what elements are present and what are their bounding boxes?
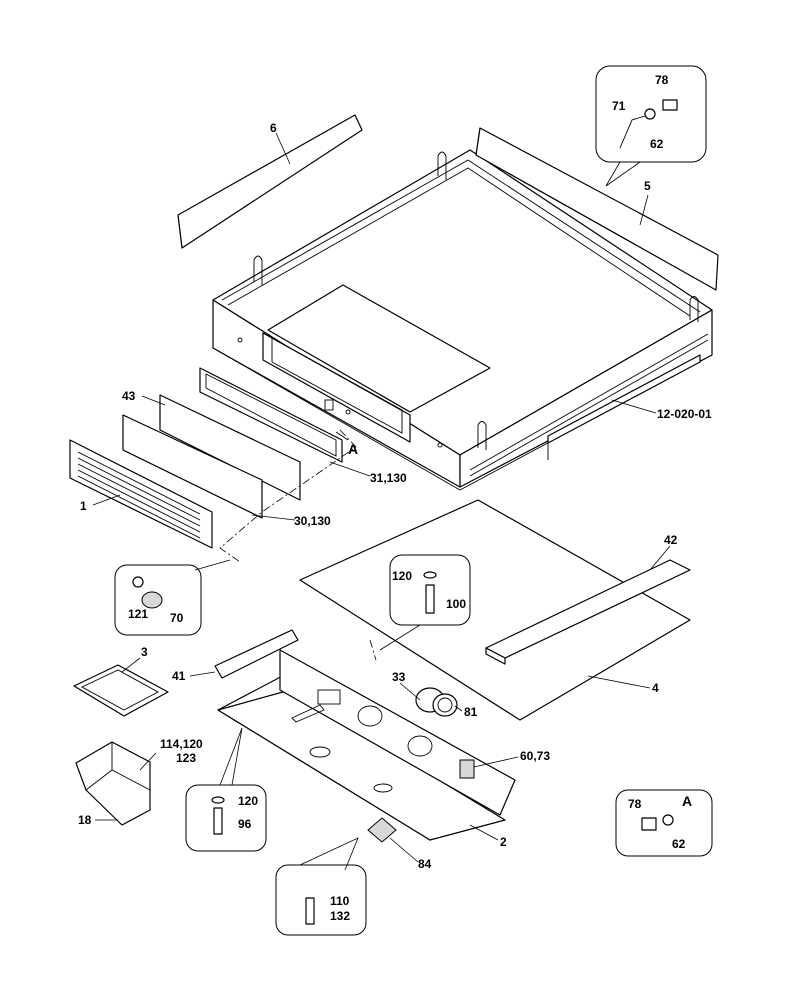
callout-label-70: 70: [170, 611, 184, 625]
callout-bolt-100: 120 100: [369, 554, 471, 661]
label-part-84: 84: [418, 857, 432, 871]
label-part-4: 4: [652, 681, 659, 695]
front-panel-30: [122, 414, 263, 519]
callout-view-a: 78 A 62: [615, 789, 713, 857]
callout-bolt-96: 120 96: [185, 727, 267, 852]
callout-label-120-b: 120: [238, 794, 258, 808]
front-panel-31: [199, 367, 343, 463]
label-part-1: 1: [80, 499, 87, 513]
label-part-3: 3: [141, 645, 148, 659]
board-42-side: [485, 647, 506, 665]
label-part-30-130: 30,130: [294, 514, 331, 528]
callout-label-62: 62: [650, 137, 664, 151]
label-part-31-130: 31,130: [370, 471, 407, 485]
callout-knob: 121 70: [114, 559, 231, 636]
callout-label-71: 71: [612, 99, 626, 113]
front-panel-43: [159, 394, 301, 501]
label-part-60-73: 60,73: [520, 749, 550, 763]
label-part-6: 6: [270, 121, 277, 135]
bin-18: [75, 741, 151, 826]
leader-lines: [92, 132, 671, 863]
callout-label-110: 110: [330, 894, 350, 908]
callout-label-132: 132: [330, 909, 350, 923]
label-part-42: 42: [664, 533, 678, 547]
callout-label-78: 78: [655, 73, 669, 87]
callout-bolt-110: 110 132: [275, 837, 367, 936]
label-part-123: 123: [176, 751, 196, 765]
plate-84: [367, 817, 397, 843]
label-part-5: 5: [644, 179, 651, 193]
floor-plate-4: [299, 499, 691, 721]
bracket-2: [217, 649, 516, 841]
label-part-43: 43: [122, 389, 136, 403]
label-part-18: 18: [78, 813, 92, 827]
callout-view-marker: A: [682, 793, 692, 809]
callout-hose-fitting: 78 71 62: [595, 65, 707, 187]
callout-label-78-b: 78: [628, 797, 642, 811]
main-tray-assembly: [212, 149, 713, 491]
callout-label-100: 100: [446, 597, 466, 611]
label-view-a: A: [348, 441, 358, 457]
label-part-2: 2: [500, 835, 507, 849]
label-part-33: 33: [392, 670, 406, 684]
callout-label-96: 96: [238, 817, 252, 831]
callout-label-120: 120: [392, 569, 412, 583]
label-part-41: 41: [172, 669, 186, 683]
grommet-81: [432, 693, 458, 717]
callout-label-62-b: 62: [672, 837, 686, 851]
strip-41: [214, 629, 299, 679]
label-drawing-ref: 12-020-01: [657, 407, 712, 421]
part-labels: 6 5 12-020-01 A 43 31,130 1 30,130 42 3 …: [78, 121, 712, 871]
label-part-81: 81: [464, 705, 478, 719]
grille-panel-1: [69, 439, 213, 549]
callout-label-121: 121: [128, 607, 148, 621]
tray-3: [73, 664, 169, 717]
label-part-114-120: 114,120: [160, 737, 203, 751]
